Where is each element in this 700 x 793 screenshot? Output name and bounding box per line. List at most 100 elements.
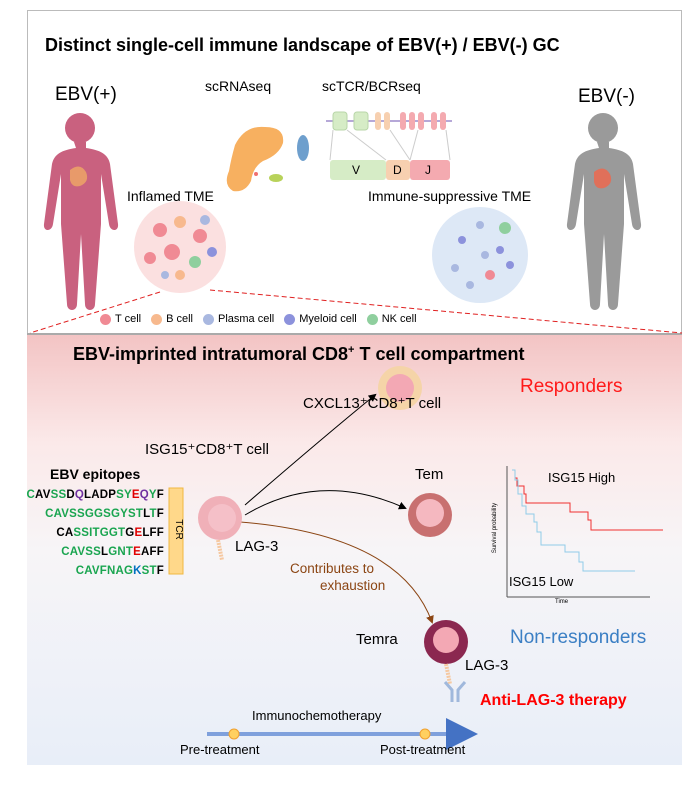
epitope-segment: AV (35, 489, 51, 501)
top-title: Distinct single-cell immune landscape of… (45, 35, 560, 55)
bottom-title-text: EBV-imprinted intratumoral CD8 (73, 344, 349, 364)
epitope-segment: ST (141, 565, 157, 577)
epitope-sequence: CAVFNAGKSTF (76, 565, 164, 577)
post-treatment-dot (419, 728, 431, 740)
legend-item: T cell (100, 313, 141, 325)
epitope-segment: CAV (61, 546, 86, 558)
epitope-segment: F (156, 489, 164, 501)
epitope-segment: CA (56, 527, 74, 539)
zoom-line-right (209, 289, 683, 334)
non-responders-label: Non-responders (510, 627, 647, 648)
cxcl13-cd8-t-cell (378, 366, 422, 410)
ebv-positive-label: EBV(+) (55, 84, 117, 105)
ebv-epitopes-title: EBV epitopes (50, 466, 141, 482)
epitope-segment: C (26, 489, 36, 501)
immune-suppressive-tme-cells (451, 221, 514, 289)
km-xlabel: Time (555, 599, 569, 605)
legend-swatch (366, 313, 378, 325)
pre-treatment-dot (228, 728, 240, 740)
epitope-sequence: CAVSSGGSGYSTLTF (45, 508, 164, 520)
epitope-segment: CAVFNA (75, 565, 124, 577)
inflamed-tme-cells (144, 215, 217, 280)
legend-item: B cell (151, 313, 193, 325)
tem-cell (408, 493, 452, 537)
umap-plot (226, 126, 309, 192)
immunochemotherapy-label: Immunochemotherapy (252, 708, 382, 723)
bottom-panel (27, 333, 682, 765)
exhaustion-label-2: exhaustion (320, 578, 386, 593)
legend-item: NK cell (366, 313, 417, 325)
bottom-title-sup: + (348, 344, 355, 356)
epitope-segment: SS (85, 546, 102, 558)
ebv-negative-label: EBV(-) (578, 86, 635, 107)
legend-item: Myeloid cell (284, 313, 357, 325)
bottom-title-end: T cell compartment (354, 344, 525, 364)
km-curve-high (512, 469, 663, 531)
epitope-segment: T (149, 508, 157, 520)
epitope-segment: SS (50, 489, 67, 501)
inflamed-tme-label: Inflamed TME (127, 188, 214, 204)
scrnaseq-label: scRNAseq (205, 78, 272, 94)
km-high-label: ISG15 High (548, 470, 616, 485)
sctcr-bcrseq-label: scTCR/BCRseq (322, 78, 421, 94)
tcr-bar (168, 487, 184, 575)
lag3-label-temra: LAG-3 (465, 657, 509, 674)
epitope-segment: F (156, 508, 164, 520)
isg15-label: ISG15⁺CD8⁺T cell (145, 441, 269, 458)
epitope-sequence: CASSITGGTGELFF (56, 527, 164, 539)
anti-lag3-therapy-label: Anti-LAG-3 therapy (480, 692, 627, 709)
epitope-segment: G (123, 565, 134, 577)
arrow-to-tem (244, 490, 407, 516)
epitope-segment: Q (74, 489, 84, 501)
legend-item: Plasma cell (203, 313, 274, 325)
legend-label: T cell (115, 313, 142, 325)
legend-swatch (100, 313, 111, 325)
epitope-sequence: CAVSSDQLADPSYEQYF (27, 489, 164, 501)
km-plot (506, 466, 663, 598)
tcr-label: TCR (172, 519, 184, 540)
responders-label: Responders (520, 376, 623, 397)
temra-label: Temra (356, 631, 398, 648)
epitope-segment: F (156, 565, 164, 577)
epitope-segment: K (133, 565, 142, 577)
human-silhouette-ebv-negative (566, 113, 642, 310)
human-silhouette-ebv-positive (43, 113, 119, 310)
epitope-segment: CAVSSGGSGYST (45, 508, 144, 520)
epitope-segment: D (66, 489, 75, 501)
epitope-segment: SSITGGT (73, 527, 126, 539)
epitope-segment: L (143, 508, 150, 520)
exhaustion-label-1: Contributes to (290, 561, 375, 576)
epitope-segment: AFF (141, 546, 164, 558)
tem-label: Tem (415, 466, 444, 483)
post-treatment-label: Post-treatment (380, 742, 466, 757)
epitope-sequence: CAVSSLGNTEAFF (61, 546, 164, 558)
arrow-to-temra (239, 521, 434, 624)
segment-d: D (393, 163, 402, 177)
isg15-cd8-t-cell (198, 496, 242, 561)
legend-label: NK cell (381, 313, 417, 325)
legend-swatch (284, 313, 296, 325)
antibody-icon (443, 681, 467, 702)
legend-swatch (151, 313, 163, 325)
km-ylabel: Survival probability (492, 502, 499, 554)
temra-cell (424, 620, 468, 685)
epitope-segment: Y (148, 489, 157, 501)
zoom-line-left (29, 291, 161, 334)
epitope-segment: L (101, 546, 109, 558)
cxcl13-label: CXCL13⁺CD8⁺T cell (303, 395, 442, 412)
legend-label: B cell (166, 313, 193, 325)
epitope-segment: G (125, 527, 135, 539)
bottom-title: EBV-imprinted intratumoral CD8+ T cell c… (73, 344, 525, 365)
km-low-label: ISG15 Low (509, 574, 574, 589)
pre-treatment-label: Pre-treatment (180, 742, 260, 757)
immune-suppressive-tme-label: Immune-suppressive TME (368, 188, 532, 204)
epitope-segment: GNT (108, 546, 134, 558)
segment-v: V (352, 163, 361, 177)
legend-label: Plasma cell (218, 313, 275, 325)
epitope-segment: Q (139, 489, 149, 501)
vdj-recombination-diagram (326, 111, 452, 180)
lag3-label-isg15: LAG-3 (235, 538, 279, 555)
epitope-segment: LFF (142, 527, 164, 539)
legend-label: Myeloid cell (299, 313, 357, 325)
